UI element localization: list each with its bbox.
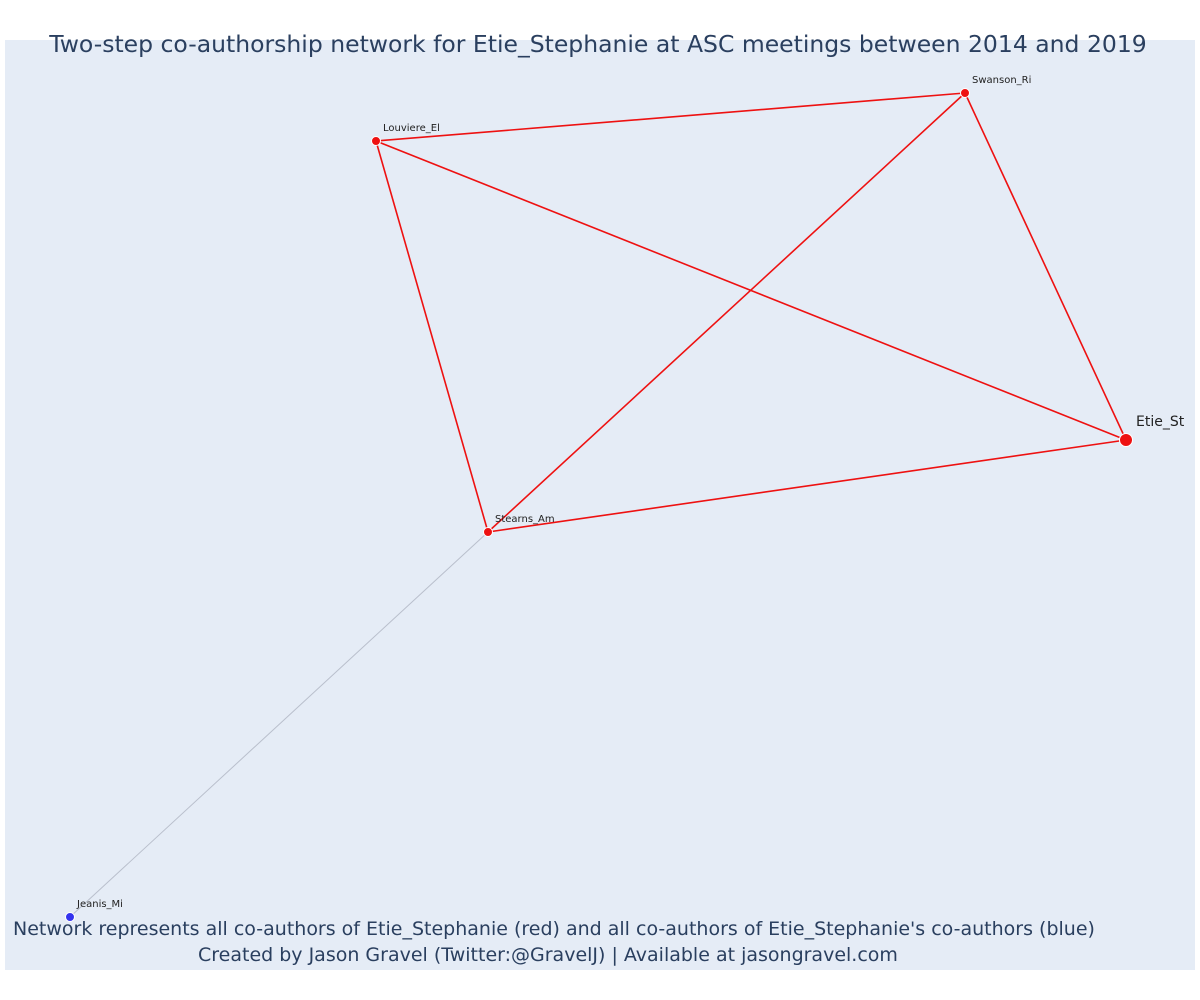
node-label-jeanis_mi: Jeanis_Mi xyxy=(76,899,123,910)
node-label-louviere_el: Louviere_El xyxy=(383,123,440,134)
edge-swanson_ri-stearns_am xyxy=(487,92,966,533)
edge-stearns_am-etie_st xyxy=(487,439,1127,533)
node-label-stearns_am: Stearns_Am xyxy=(495,514,555,525)
network-plot-background xyxy=(5,40,1195,970)
edge-swanson_ri-etie_st xyxy=(964,92,1127,441)
node-louviere_el[interactable] xyxy=(371,136,381,146)
node-swanson_ri[interactable] xyxy=(960,88,970,98)
edge-louviere_el-stearns_am xyxy=(375,140,489,533)
network-caption: Network represents all co-authors of Eti… xyxy=(13,918,1095,940)
page-title: Two-step co-authorship network for Etie_… xyxy=(49,30,1147,58)
edge-stearns_am-jeanis_mi xyxy=(69,531,489,918)
edge-louviere_el-swanson_ri xyxy=(375,92,966,142)
node-etie_st[interactable] xyxy=(1119,433,1133,447)
node-jeanis_mi[interactable] xyxy=(65,912,75,922)
network-labels: Swanson_RiLouviere_ElEtie_StStearns_AmJe… xyxy=(76,75,1185,910)
network-nodes xyxy=(65,88,1133,922)
node-stearns_am[interactable] xyxy=(483,527,493,537)
credit-caption: Created by Jason Gravel (Twitter:@Gravel… xyxy=(198,944,898,966)
node-label-etie_st: Etie_St xyxy=(1136,414,1185,430)
node-label-swanson_ri: Swanson_Ri xyxy=(972,75,1031,86)
network-edges xyxy=(69,92,1127,918)
